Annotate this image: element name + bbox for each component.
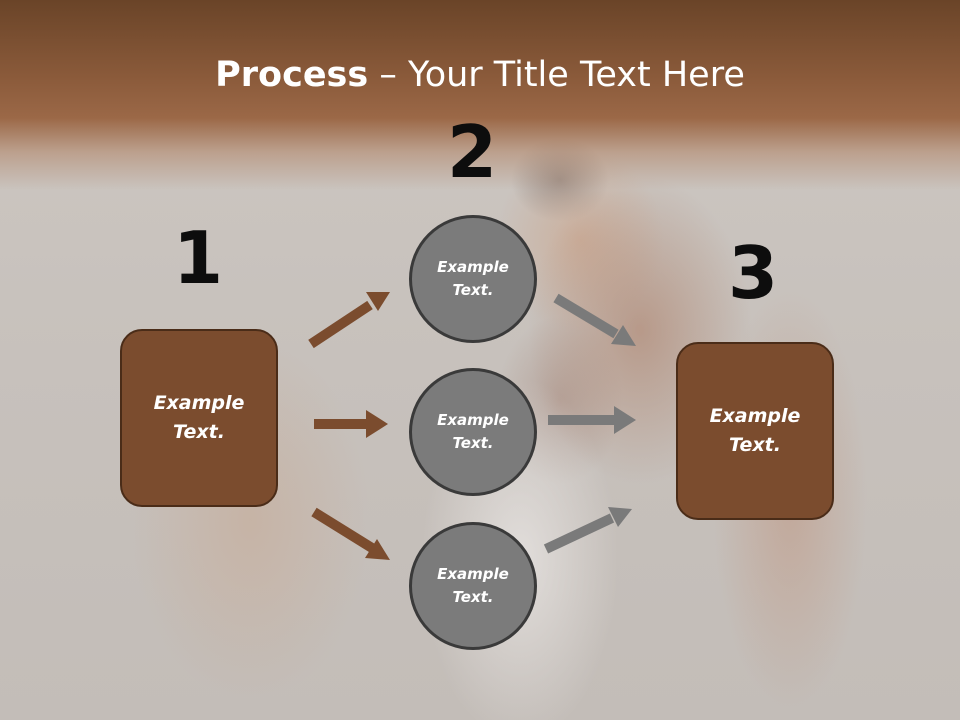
circle-middle-text: Example Text. (437, 411, 509, 452)
circle-top: Example Text. (409, 215, 537, 343)
arrow-top-to-right (553, 293, 636, 346)
step-number-2: 2 (446, 110, 498, 194)
title-band (0, 0, 960, 190)
circle-bottom-text: Example Text. (437, 565, 509, 606)
left-step-box: Example Text. (120, 329, 278, 507)
title-bold: Process (215, 55, 369, 95)
circle-bottom: Example Text. (409, 522, 537, 650)
right-step-box: Example Text. (676, 342, 834, 520)
step-number-1: 1 (172, 216, 224, 300)
circle-middle: Example Text. (409, 368, 537, 496)
step-number-3: 3 (727, 231, 779, 315)
arrow-left-to-top (308, 292, 390, 349)
slide-title: Process – Your Title Text Here (0, 52, 960, 98)
arrow-left-to-middle (314, 410, 388, 438)
title-rest: – Your Title Text Here (368, 55, 745, 95)
arrow-middle-to-right (548, 406, 636, 434)
right-box-text: Example Text. (709, 405, 801, 456)
left-box-text: Example Text. (153, 392, 245, 443)
circle-top-text: Example Text. (437, 258, 509, 299)
arrow-left-to-bottom (311, 507, 390, 560)
arrow-bottom-to-right (543, 507, 632, 554)
